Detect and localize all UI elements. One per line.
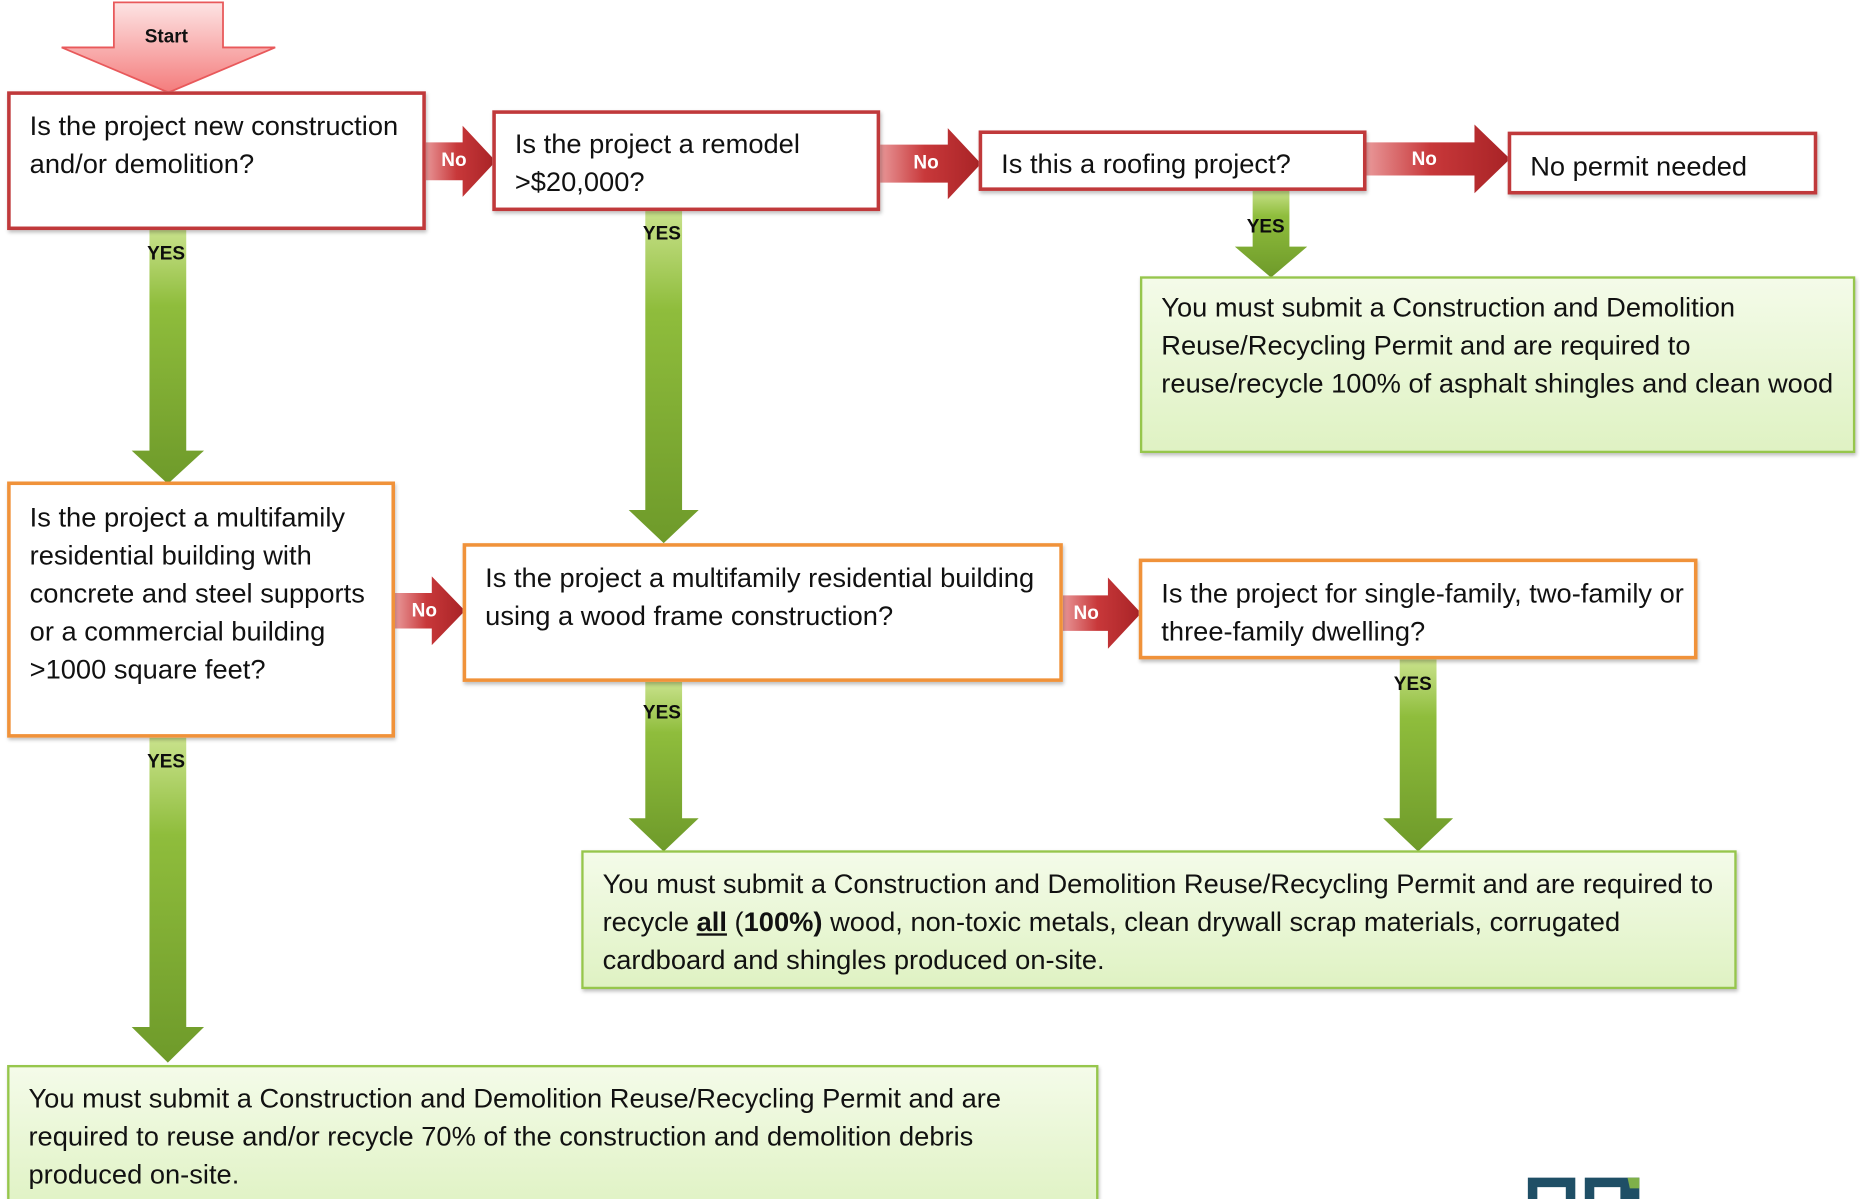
question-remodel: Is the project a remodel >$20,000? [492,110,881,212]
outcome-recycle-all-bold-pct: 100%) [743,906,823,937]
question-roofing-text: Is this a roofing project? [1001,148,1291,180]
outcome-recycle-all-text-2: wood, non-toxic metals, clean drywall sc… [602,906,1621,975]
question-new-construction-text: Is the project new construction and/or d… [29,110,399,180]
no-arrow-q5-icon [1061,577,1142,649]
no-label-q5: No [1073,603,1099,624]
no-label-q2: No [913,152,939,174]
yes-label-q6: YES [1393,674,1432,695]
partial-logo-icon [1527,1177,1640,1199]
yes-arrow-q5-icon [628,681,699,852]
outcome-recycle-all: You must submit a Construction and Demol… [581,850,1737,990]
start-label: Start [144,27,188,48]
outcome-no-permit-text: No permit needed [1530,150,1748,182]
yes-arrow-q6-icon [1383,659,1454,852]
yes-arrow-q2-icon [628,209,699,544]
yes-arrow-q4-icon [131,737,205,1063]
no-label-q3: No [1411,149,1437,170]
no-arrow-q2-icon [878,128,982,200]
yes-label-q5: YES [642,703,681,724]
question-single-family-text: Is the project for single-family, two-fa… [1161,577,1684,647]
question-remodel-text: Is the project a remodel >$20,000? [514,128,800,197]
outcome-recycle-all-text-1: You must submit a Construction and Demol… [602,868,1714,937]
question-multifamily-wood-text: Is the project a multifamily residential… [485,562,1035,631]
yes-arrow-q3-icon [1234,189,1308,278]
question-single-family: Is the project for single-family, two-fa… [1138,558,1698,660]
outcome-seventy-percent-text: You must submit a Construction and Demol… [28,1082,1002,1190]
outcome-recycle-all-bold-all: all [696,906,727,937]
no-arrow-q3-icon [1365,124,1511,194]
no-label-q1: No [441,150,467,171]
question-multifamily-concrete-text: Is the project a multifamily residential… [29,501,365,685]
question-roofing: Is this a roofing project? [978,130,1367,191]
yes-label-q3: YES [1246,217,1285,238]
outcome-no-permit: No permit needed [1507,131,1818,195]
no-arrow-q1-icon [424,125,496,197]
question-new-construction: Is the project new construction and/or d… [7,91,426,231]
yes-label-q1: YES [147,244,186,265]
start-arrow-icon [61,1,276,94]
outcome-seventy-percent: You must submit a Construction and Demol… [7,1064,1099,1199]
yes-arrow-q1-icon [131,228,205,484]
no-label-q4: No [411,601,437,622]
outcome-roofing-text: You must submit a Construction and Demol… [1161,291,1834,399]
no-arrow-q4-icon [395,576,465,646]
outcome-roofing: You must submit a Construction and Demol… [1139,276,1856,454]
question-multifamily-wood: Is the project a multifamily residential… [462,543,1063,682]
outcome-recycle-all-paren: ( [734,906,744,937]
question-multifamily-concrete: Is the project a multifamily residential… [7,481,396,738]
yes-label-q4: YES [147,751,186,773]
yes-label-q2: YES [642,224,681,245]
